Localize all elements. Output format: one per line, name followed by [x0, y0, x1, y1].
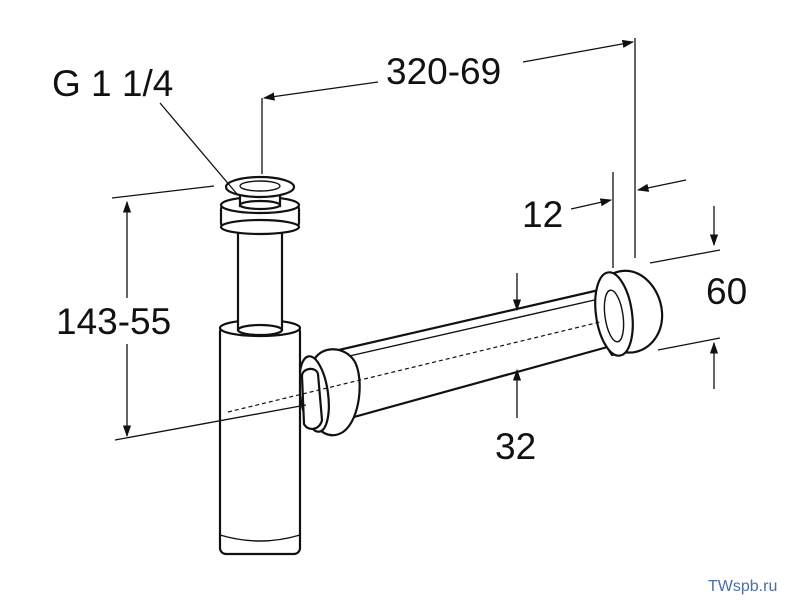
inlet-cap — [224, 175, 296, 211]
pipe-nut — [298, 348, 361, 437]
height-dimension: 143-55 — [56, 185, 307, 441]
wall-gap-label: 12 — [522, 194, 563, 235]
outlet-pipe — [328, 285, 624, 422]
wall-flange — [594, 269, 664, 357]
trap-body — [218, 318, 302, 556]
pipe-diameter-label: 32 — [495, 426, 536, 467]
length-dimension: 320-69 — [261, 38, 636, 258]
length-label: 320-69 — [386, 51, 501, 92]
top-coupling — [219, 195, 301, 236]
pipe-centerline — [227, 321, 601, 413]
wall-gap-dimension: 12 — [522, 172, 687, 268]
height-label: 143-55 — [56, 301, 171, 342]
flange-dimension: 60 — [649, 206, 747, 389]
thread-label: G 1 1/4 — [52, 63, 173, 104]
pipe-diameter-dimension: 32 — [495, 273, 536, 467]
flange-label: 60 — [706, 271, 747, 312]
watermark-text: TWspb.ru — [708, 578, 777, 595]
thread-callout: G 1 1/4 — [52, 63, 238, 195]
riser-tube — [236, 220, 284, 337]
